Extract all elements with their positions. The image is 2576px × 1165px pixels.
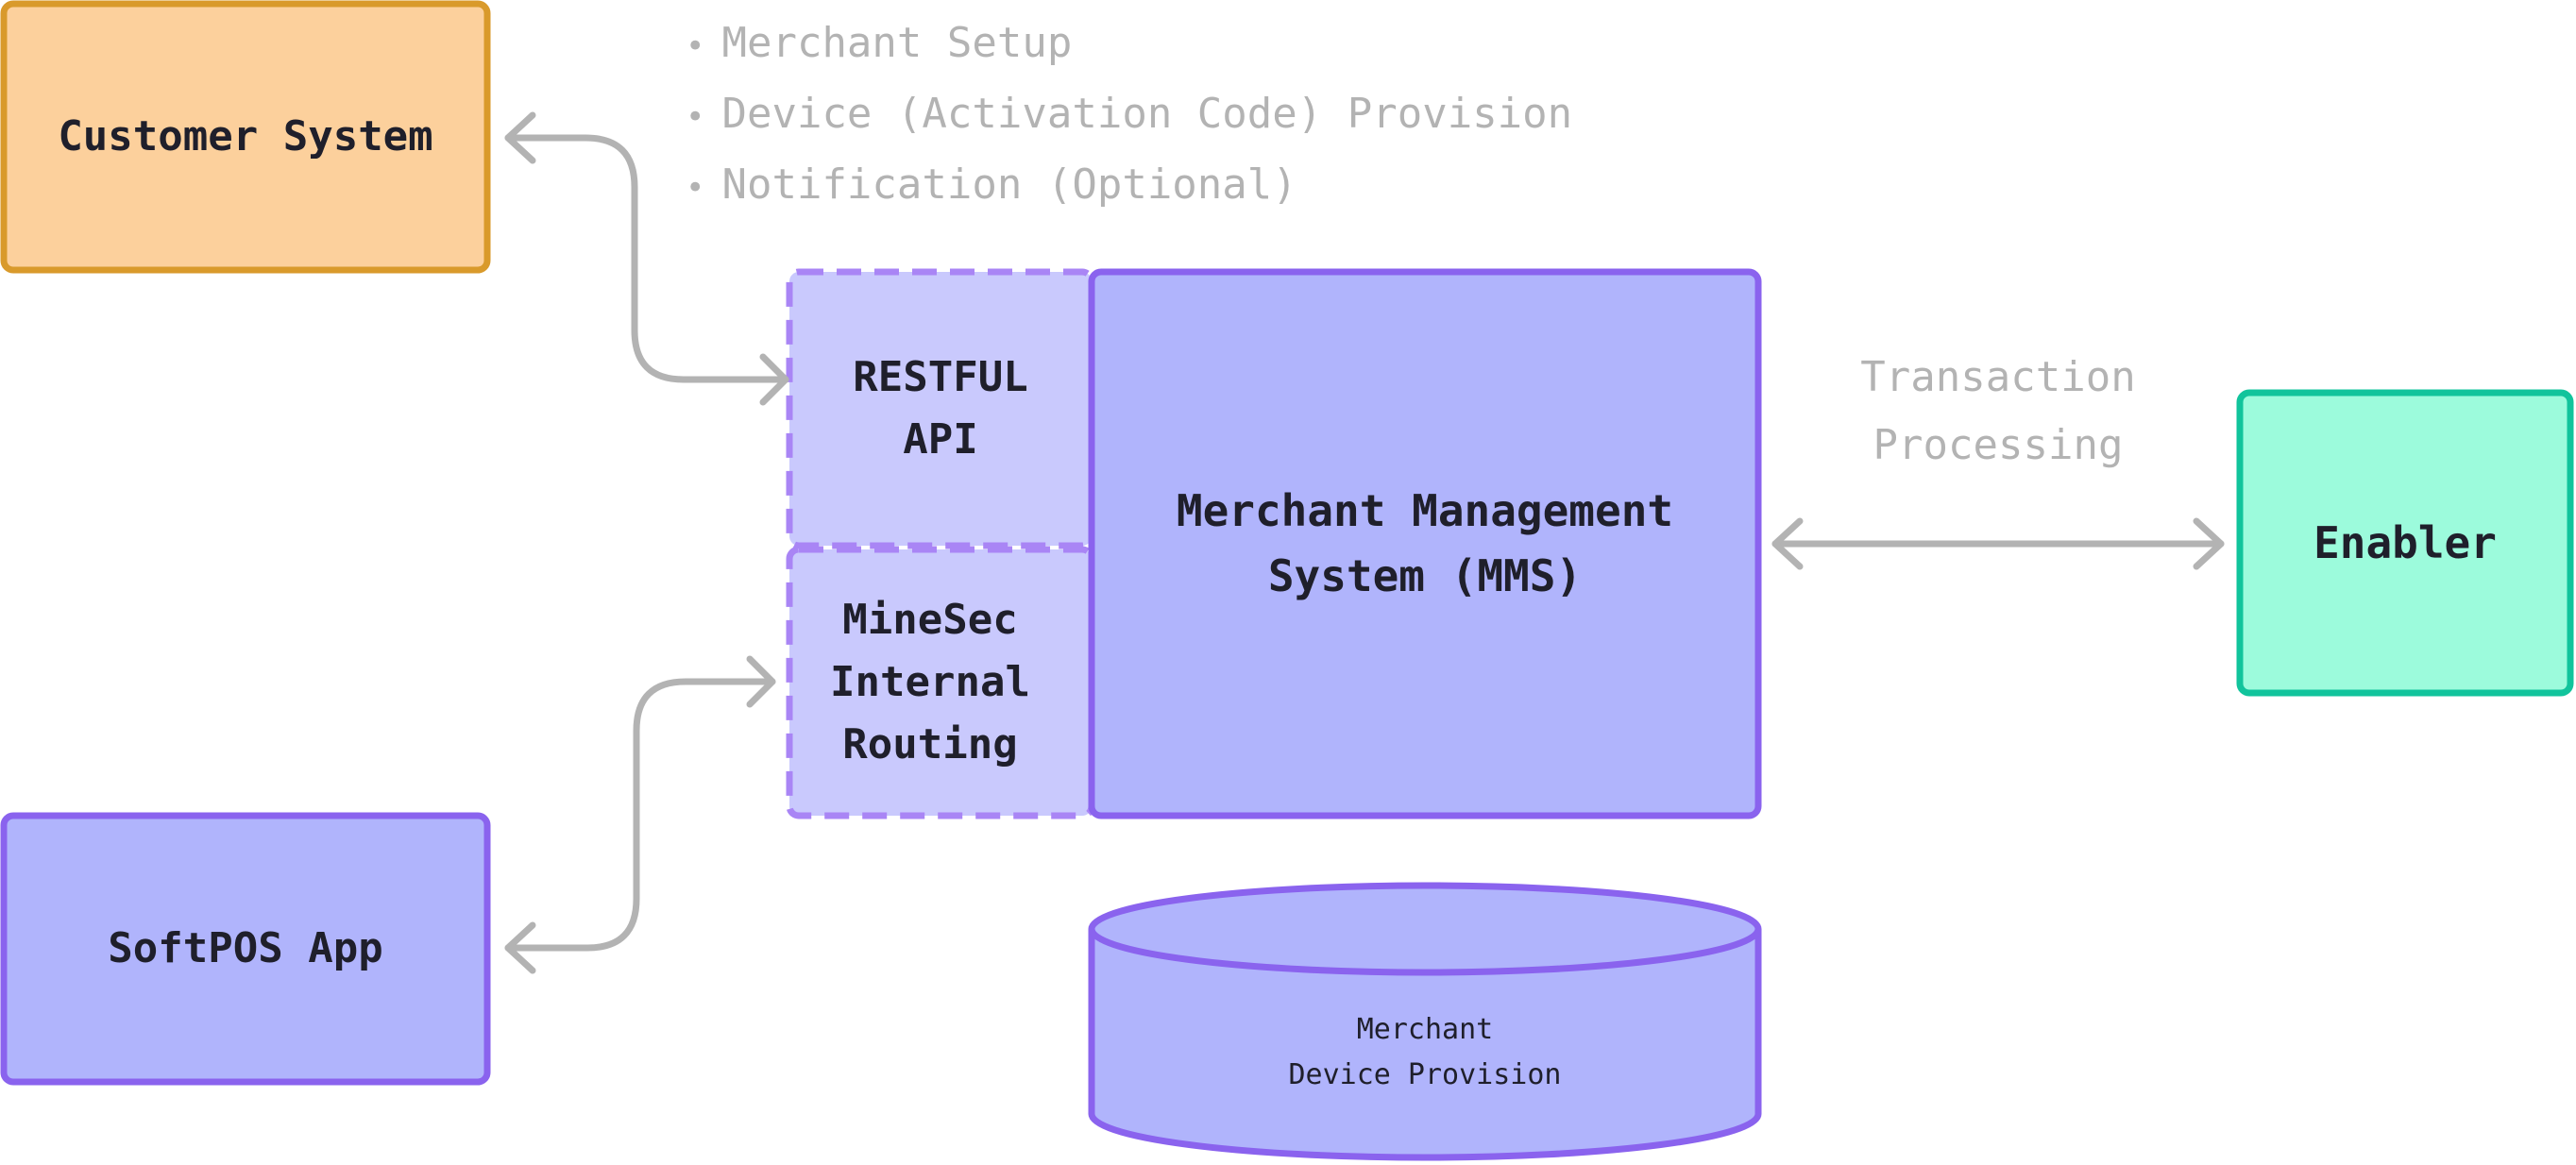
- api-features-list: •Merchant Setup •Device (Activation Code…: [686, 9, 1572, 222]
- customer-system-box: [0, 0, 491, 274]
- customer-system-label: Customer System: [58, 112, 433, 160]
- bullet-item: •Merchant Setup: [686, 19, 1073, 67]
- softpos-app-box: [0, 812, 491, 1086]
- mms-label: Merchant Management System (MMS): [1176, 485, 1674, 601]
- bullet-item: •Device (Activation Code) Provision: [686, 90, 1573, 138]
- restful-api-label: RESTFUL API: [853, 353, 1028, 464]
- enabler-box: [2236, 389, 2574, 697]
- softpos-app-label: SoftPOS App: [108, 924, 383, 972]
- mms-enabler-arrow: [1771, 517, 2225, 570]
- database-cylinder: [1088, 882, 1762, 1161]
- softpos-routing-arrow: [504, 655, 776, 974]
- enabler-label: Enabler: [2313, 516, 2497, 568]
- transaction-processing-label: Transaction Processing: [1860, 353, 2136, 469]
- internal-routing-label: MineSec Internal Routing: [830, 596, 1030, 768]
- customer-api-arrow: [504, 111, 789, 406]
- database-label: Merchant Device Provision: [1288, 1013, 1562, 1091]
- bullet-dot-icon: •: [686, 98, 705, 136]
- bullet-item: •Notification (Optional): [686, 160, 1297, 209]
- bullet-dot-icon: •: [686, 169, 705, 207]
- bullet-dot-icon: •: [686, 27, 705, 65]
- mms-box: [1088, 268, 1762, 819]
